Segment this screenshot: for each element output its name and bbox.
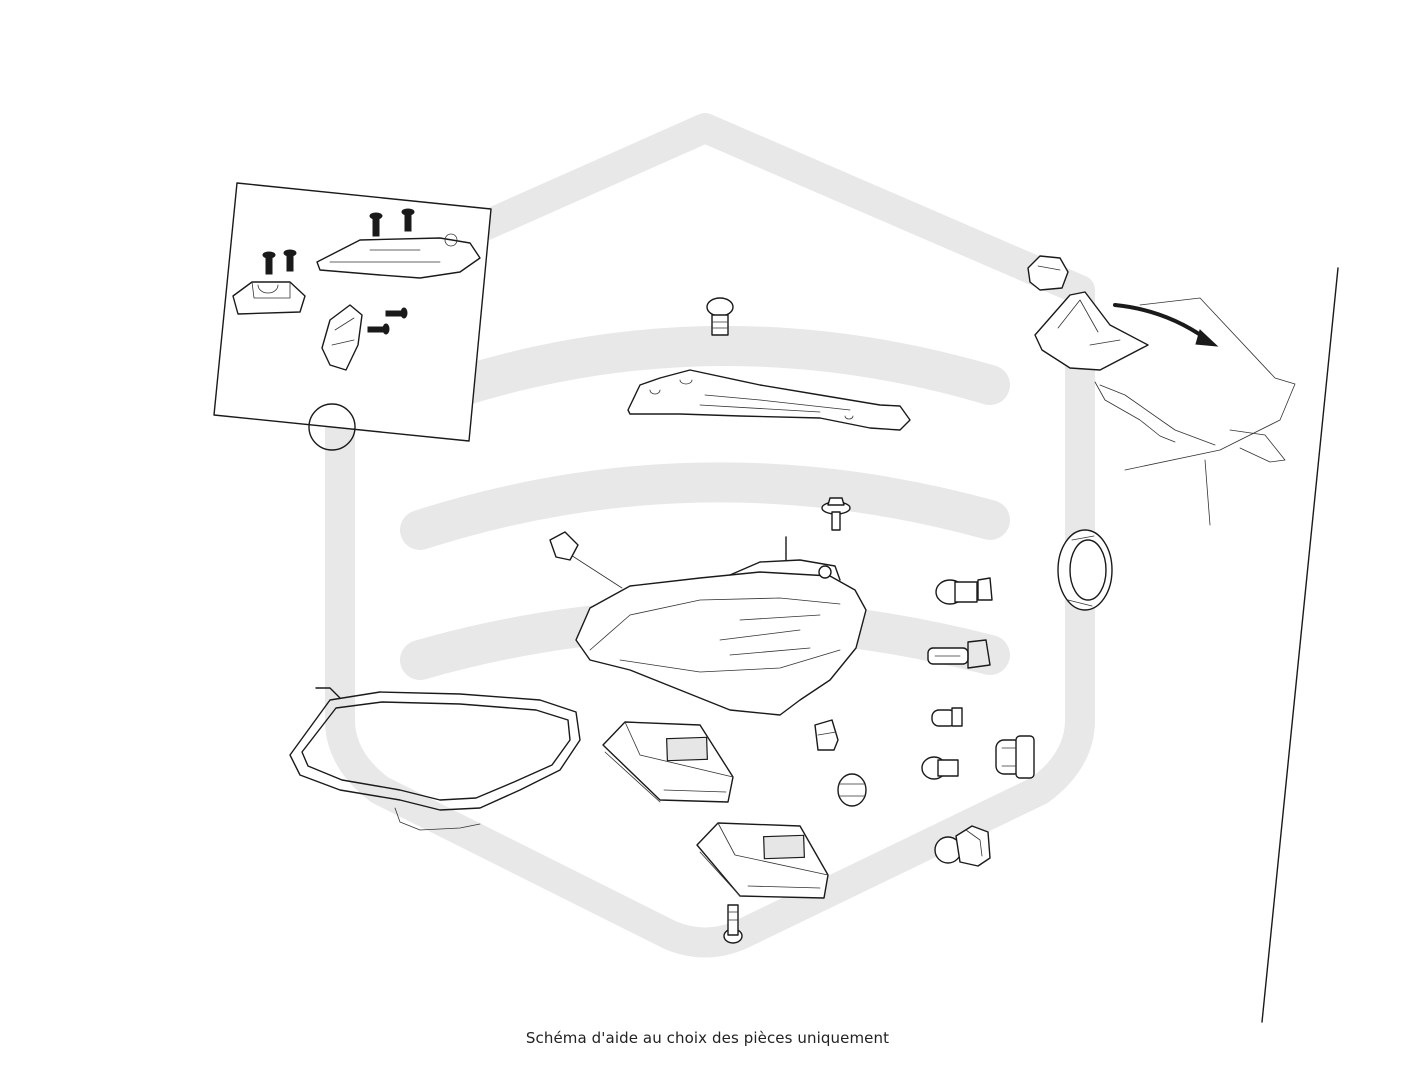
screw-icon bbox=[401, 208, 415, 232]
ballast-control-unit bbox=[602, 721, 734, 803]
headlight-assembly bbox=[549, 531, 867, 716]
screw-icon bbox=[369, 212, 383, 237]
inset-bracket bbox=[316, 237, 481, 279]
inset-clip bbox=[321, 304, 363, 371]
bulb-icon bbox=[935, 577, 993, 605]
bulb-icon bbox=[927, 639, 991, 669]
indicator-socket-icon bbox=[1027, 255, 1069, 291]
arrow-head bbox=[1195, 329, 1219, 347]
screw-icon bbox=[385, 307, 408, 319]
bulb-icon bbox=[931, 707, 963, 727]
washer-bolt-icon bbox=[821, 497, 851, 531]
diagram-caption: Schéma d'aide au choix des pièces unique… bbox=[525, 1029, 890, 1047]
inset-detail-box bbox=[213, 182, 492, 442]
screw-icon bbox=[262, 251, 276, 275]
screw-icon bbox=[723, 904, 743, 944]
ballast-control-unit bbox=[696, 822, 829, 899]
dust-cover-icon bbox=[1057, 529, 1113, 611]
bulb-icon bbox=[921, 756, 959, 780]
gasket-frame bbox=[289, 687, 581, 831]
screw-icon bbox=[367, 323, 390, 335]
bulb-socket-icon bbox=[995, 735, 1035, 779]
indicator-assembly bbox=[1034, 291, 1149, 371]
push-rivet-icon bbox=[706, 297, 734, 336]
inset-callout-circle bbox=[308, 403, 356, 451]
bulb-icon bbox=[934, 825, 991, 867]
clip-icon bbox=[837, 773, 867, 807]
mounting-bracket bbox=[627, 369, 911, 431]
curved-arrow-icon bbox=[1113, 303, 1207, 340]
separator-line bbox=[1261, 267, 1339, 1023]
brand-logo-watermark bbox=[325, 113, 1095, 958]
screw-icon bbox=[283, 249, 297, 272]
clip-icon bbox=[814, 719, 839, 751]
vehicle-outline bbox=[1094, 297, 1296, 526]
